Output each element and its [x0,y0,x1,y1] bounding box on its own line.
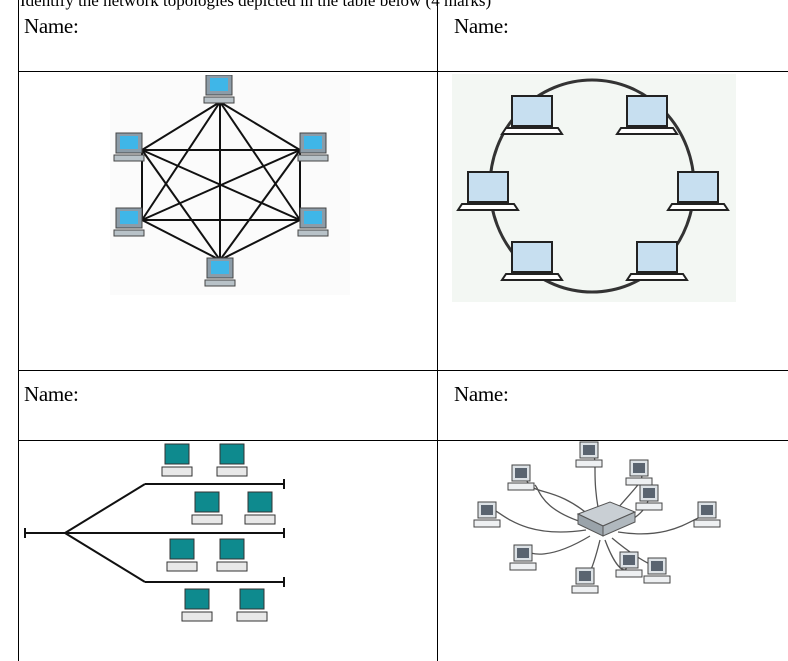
mesh-topology-diagram [110,75,350,295]
row-divider-2 [18,370,788,371]
star-topology-diagram [473,441,721,594]
row-divider-1 [18,71,788,72]
cell-4-name-label: Name: [454,382,509,406]
table-border-left [18,0,19,661]
table-border-middle [437,0,438,661]
star-hub [576,501,637,537]
ring-laptop-icons [456,95,730,281]
cell-3-name-label: Name: [24,382,79,406]
cell-2-name-label: Name: [454,14,509,38]
bus-tree-topology-diagram [24,443,285,622]
row-divider-3 [18,440,788,441]
bus-computer-icons [161,443,276,622]
cell-1-name-label: Name: [24,14,79,38]
instruction-text: Identify the network topologies depicted… [20,0,492,10]
ring-topology-diagram [452,74,736,302]
star-computer-icons [473,441,721,594]
mesh-computer-icons [113,75,329,287]
